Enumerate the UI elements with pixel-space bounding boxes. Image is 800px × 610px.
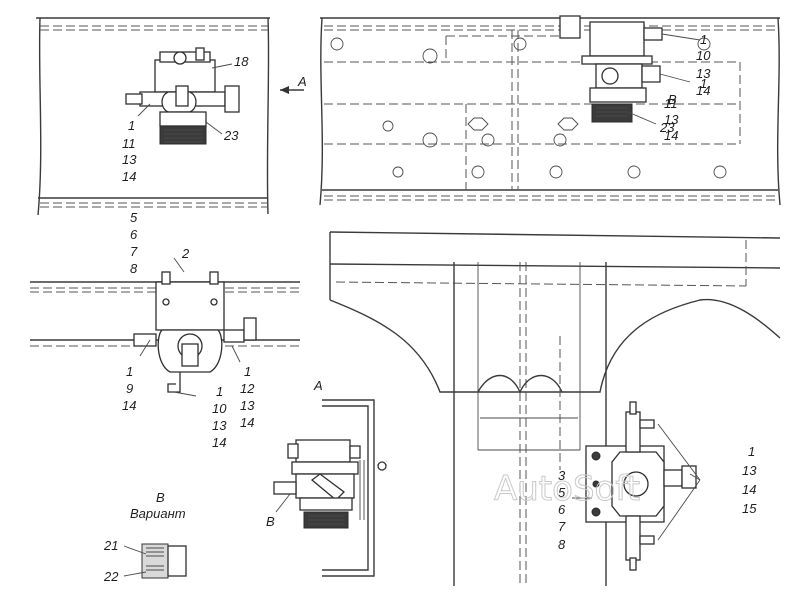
callout-1b: 1: [216, 384, 223, 399]
callout-22: 22: [103, 569, 119, 584]
callout-6: 6: [130, 227, 138, 242]
frame-view-right: [329, 231, 781, 586]
callout-21: 21: [103, 538, 118, 553]
callout-13: 13: [742, 463, 757, 478]
callout-12: 12: [240, 381, 255, 396]
callout-8: 8: [130, 261, 138, 276]
callout-14: 14: [122, 169, 136, 184]
callout-13: 13: [696, 66, 711, 81]
arrow-a: A: [280, 74, 307, 94]
callout-10: 10: [696, 48, 711, 63]
view-b-title: B: [156, 490, 165, 505]
frame-view-top-right: [319, 17, 781, 206]
b-label-top: B: [668, 92, 677, 107]
callout-1: 1: [700, 32, 707, 47]
callout-11: 11: [664, 96, 678, 111]
callout-9: 9: [126, 381, 133, 396]
callout-13: 13: [122, 152, 137, 167]
view-a: A B: [266, 378, 387, 577]
callouts-top-left: 18 1 11 13 14 23: [122, 54, 249, 184]
callout-7: 7: [130, 244, 138, 259]
callout-18: 18: [234, 54, 249, 69]
callout-10: 10: [212, 401, 227, 416]
callout-15: 15: [742, 501, 757, 516]
callout-14: 14: [122, 398, 136, 413]
callout-14b: 14: [212, 435, 226, 450]
callout-1: 1: [128, 118, 135, 133]
callout-1b: 1: [700, 76, 707, 91]
valve-assembly-top-right: [559, 15, 701, 125]
callout-1c: 1: [244, 364, 251, 379]
view-b-subtitle: Вариант: [130, 506, 186, 521]
callout-6: 6: [558, 502, 566, 517]
callout-3: 3: [558, 468, 566, 483]
callout-5: 5: [130, 210, 138, 225]
view-b: B Вариант 21 22: [103, 490, 187, 584]
callout-14: 14: [742, 482, 756, 497]
callout-2: 2: [181, 246, 190, 261]
callout-14b: 14: [664, 128, 678, 143]
arrow-a-label: A: [297, 74, 307, 89]
view-a-title: A: [313, 378, 323, 393]
frame-view-top-left: [36, 17, 270, 216]
callouts-mid-left: 5 6 7 8 2 1 9 14 1 10 13 14 1 12 13 14: [122, 210, 255, 450]
watermark: AutoSoft: [494, 469, 640, 509]
callout-7: 7: [558, 519, 566, 534]
callout-13b: 13: [240, 398, 255, 413]
callout-23: 23: [659, 120, 675, 135]
callout-1: 1: [126, 364, 133, 379]
callout-13b: 13: [664, 112, 679, 127]
callout-13: 13: [212, 418, 227, 433]
callout-14: 14: [696, 83, 710, 98]
valve-assembly-right: [572, 401, 701, 571]
callout-8: 8: [558, 537, 566, 552]
callout-23: 23: [223, 128, 239, 143]
callout-14c: 14: [240, 415, 254, 430]
callout-5: 5: [558, 485, 566, 500]
callouts-right: 1 13 14 15 3 5 6 7 8: [558, 444, 757, 552]
callouts-top-right: 1 10 1 13 14 B 11 13 14 23: [659, 32, 711, 143]
callout-11: 11: [122, 136, 136, 151]
view-a-b-label: B: [266, 514, 275, 529]
valve-assembly-top-left: [125, 47, 240, 145]
valve-assembly-mid-left: [133, 257, 257, 397]
callout-1: 1: [748, 444, 755, 459]
